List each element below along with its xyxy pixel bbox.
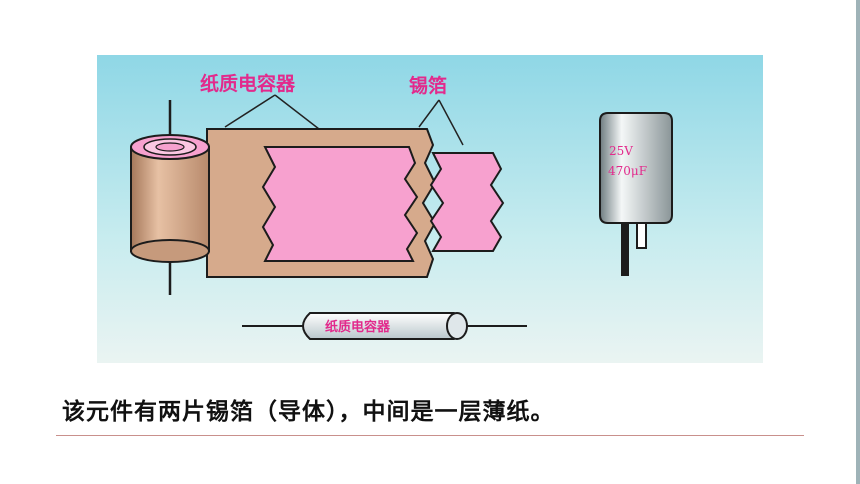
capacitor-diagram: 纸质电容器 锡箔 25V 470μF 纸质电容器 [97, 55, 763, 363]
tin-foil-label: 锡箔 [409, 74, 447, 97]
inner-tin-foil [261, 146, 419, 262]
slide-edge-bar [856, 0, 860, 484]
capacitance-rating: 470μF [608, 164, 647, 178]
paper-capacitor-label: 纸质电容器 [200, 72, 296, 95]
outer-tin-foil [429, 152, 505, 252]
axial-capacitor-label: 纸质电容器 [325, 319, 391, 335]
electrolytic-lead-left [621, 218, 629, 276]
capacitor-illustration: 纸质电容器 锡箔 25V 470μF 纸质电容器 [97, 55, 763, 363]
slide-caption: 该元件有两片锡箔（导体），中间是一层薄纸。 [62, 399, 555, 425]
capacitor-roll [130, 134, 210, 263]
electrolytic-capacitor: 25V 470μF [599, 112, 673, 276]
axial-paper-capacitor: 纸质电容器 [242, 312, 527, 340]
label-leader-lines [224, 94, 464, 146]
voltage-rating: 25V [609, 144, 633, 158]
caption-underline [56, 435, 804, 436]
